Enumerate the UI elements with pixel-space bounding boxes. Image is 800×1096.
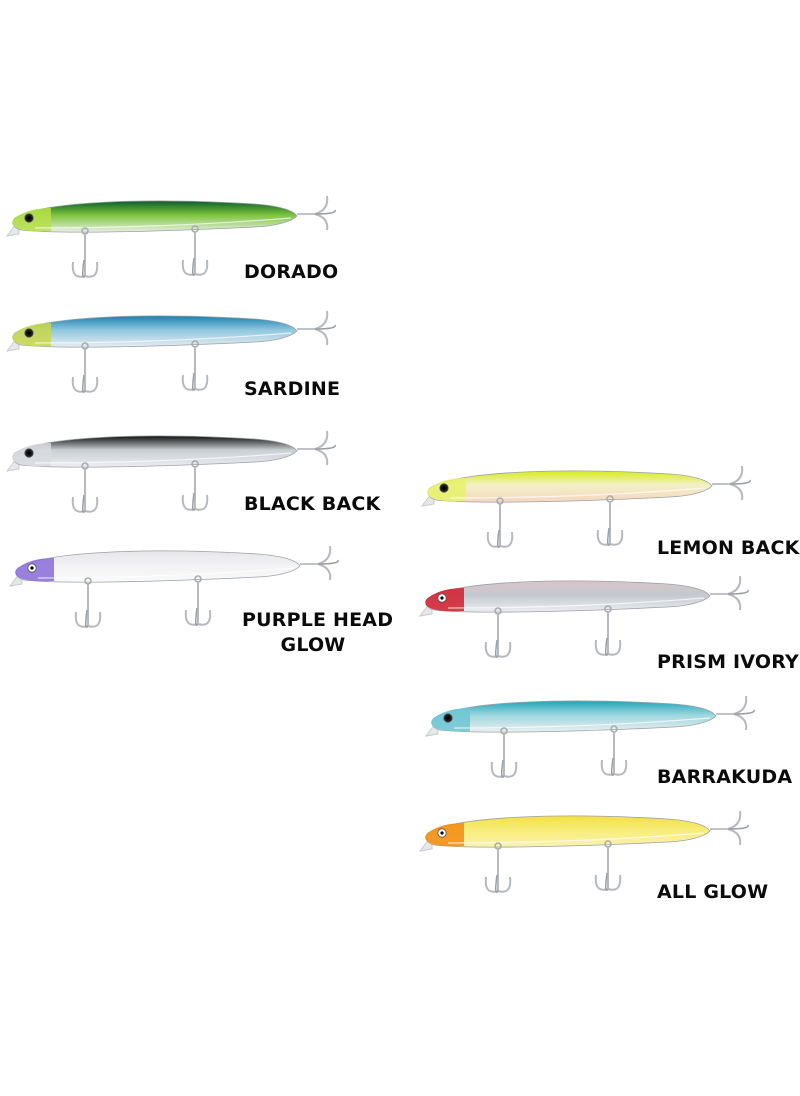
lure-drawing [8, 545, 339, 628]
lure-label-all-glow: ALL GLOW [657, 881, 769, 903]
lure-label-dorado: DORADO [244, 261, 339, 283]
lure-label-barrakuda: BARRAKUDA [657, 766, 793, 788]
lure-drawing [5, 195, 336, 278]
lure-prism-ivory-image [418, 570, 758, 680]
lure-label-sardine: SARDINE [244, 378, 341, 400]
lure-black-back-image [5, 425, 345, 535]
lure-purple-head-glow-image [8, 540, 348, 650]
lure-drawing [418, 575, 749, 658]
lure-drawing [420, 465, 751, 548]
lure-label-black-back: BLACK BACK [244, 493, 381, 515]
lure-label-lemon-back: LEMON BACK [657, 537, 800, 559]
lure-dorado-image [5, 190, 345, 300]
lure-lemon-back-image [420, 460, 760, 570]
lure-label-line2: GLOW [280, 634, 346, 656]
lure-drawing [5, 310, 336, 393]
lure-all-glow-image [418, 805, 758, 915]
lure-drawing [5, 430, 336, 513]
lure-label-purple-head-glow: PURPLE HEAD GLOW [242, 608, 394, 658]
lure-drawing [424, 695, 755, 778]
lure-drawing [418, 810, 749, 893]
lure-label-prism-ivory: PRISM IVORY [657, 651, 799, 673]
lure-label-line1: PURPLE HEAD [242, 609, 394, 631]
lure-barrakuda-image [424, 690, 764, 800]
lure-sardine-image [5, 305, 345, 415]
